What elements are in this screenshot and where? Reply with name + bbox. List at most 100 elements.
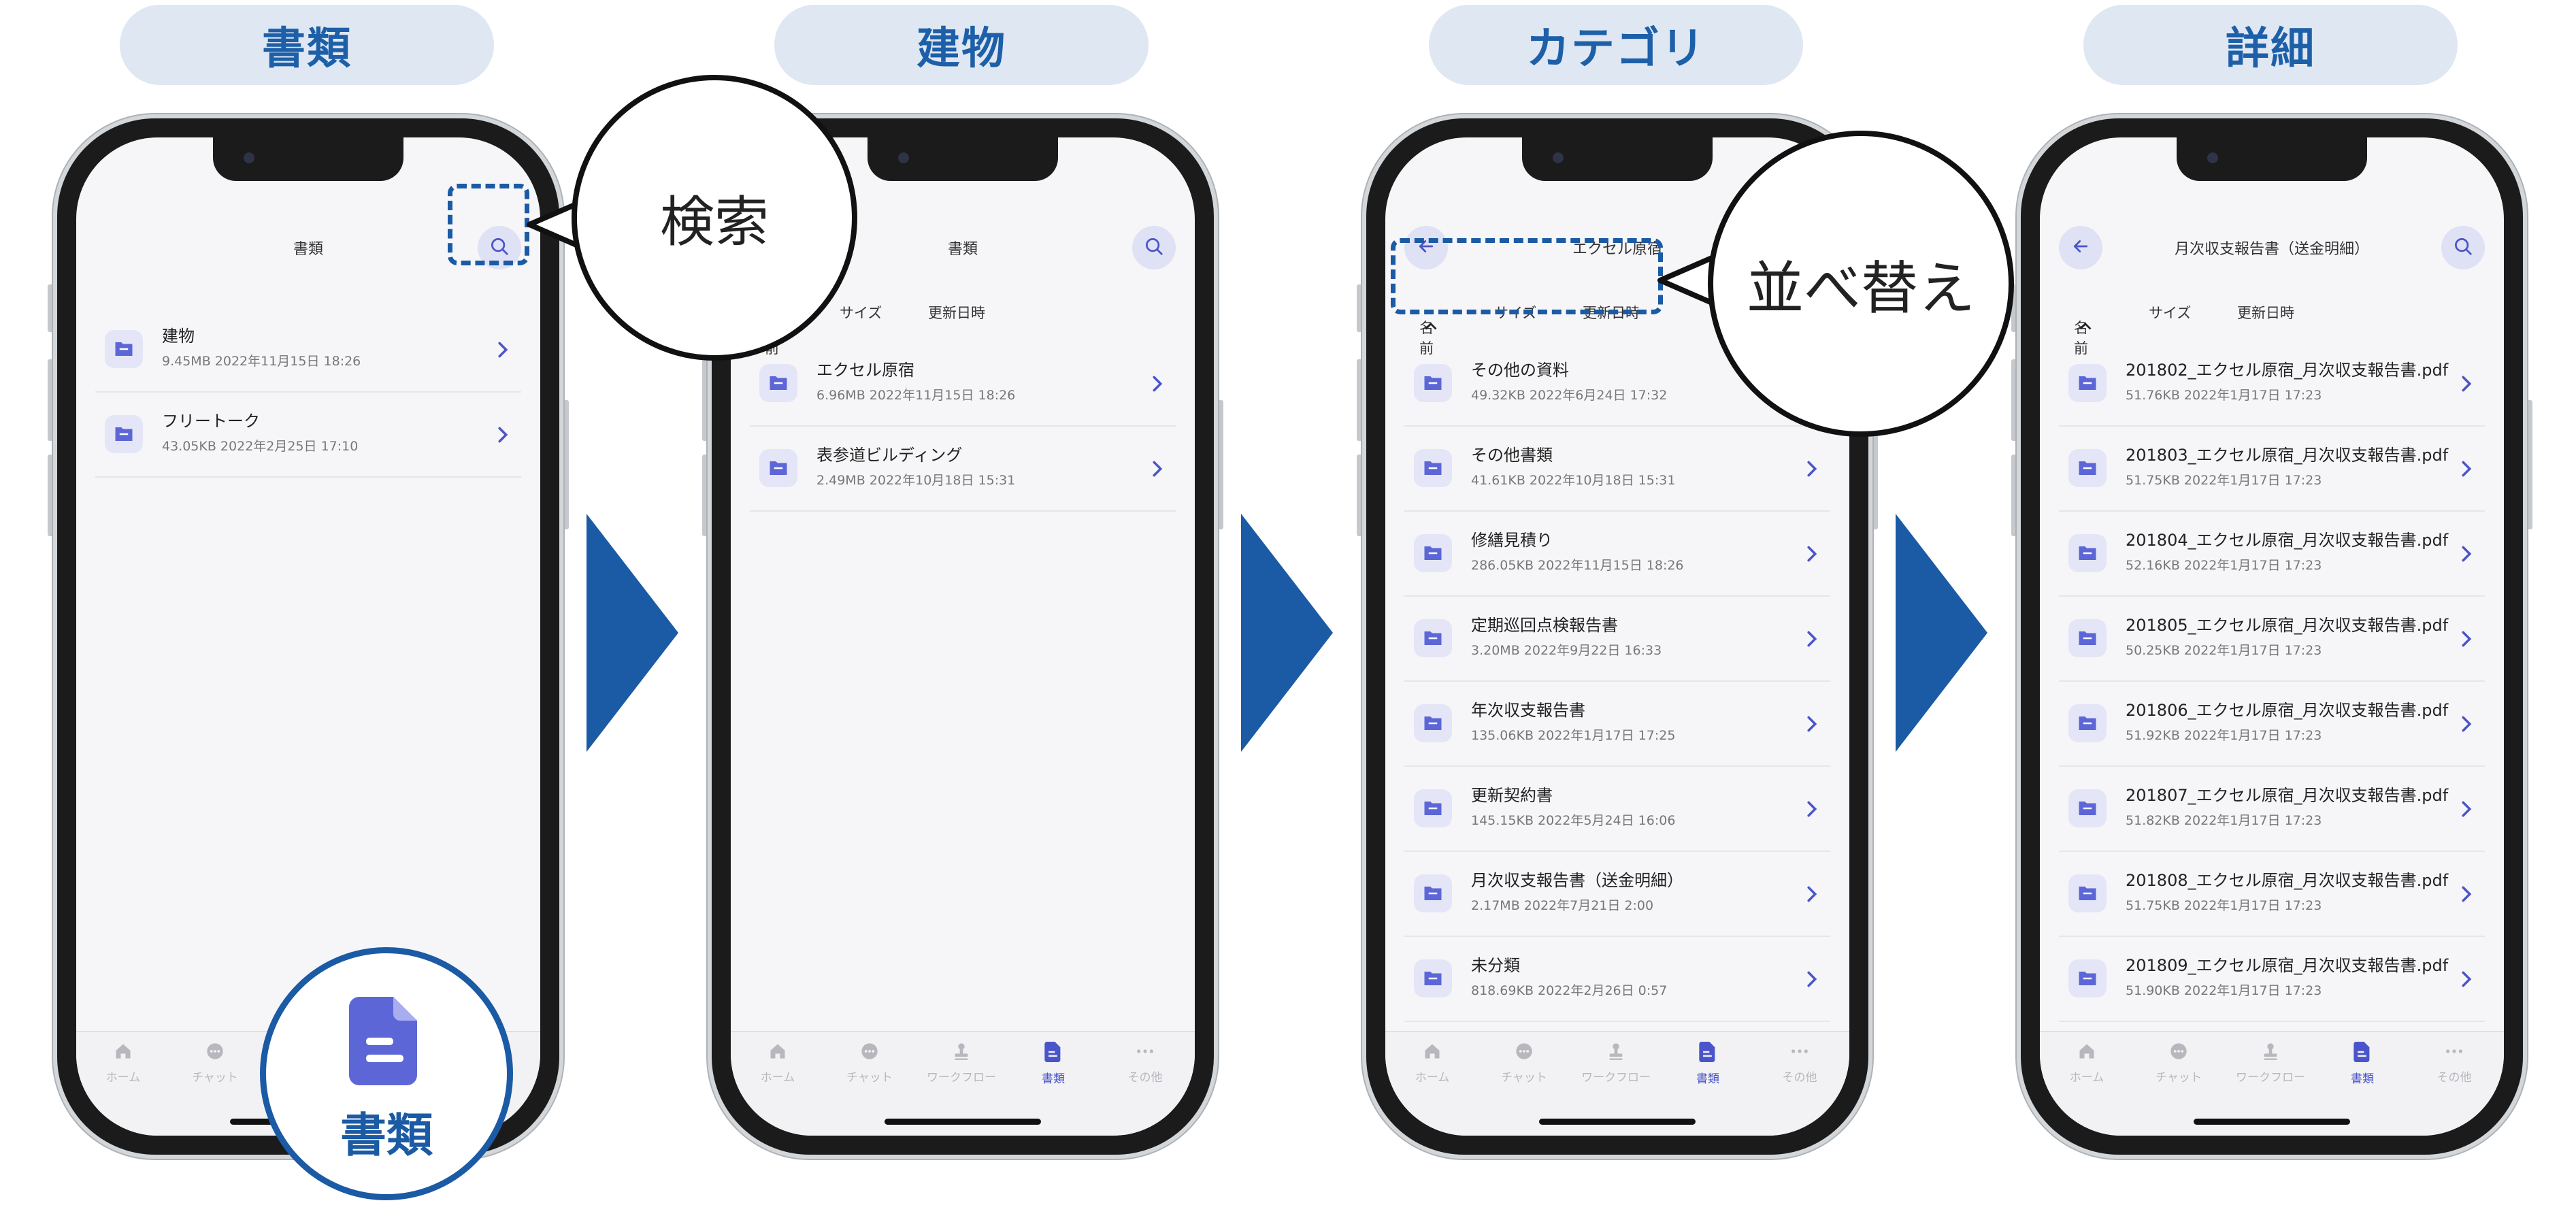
tab-document[interactable]: 書類 [2318, 1042, 2407, 1086]
folder-icon [1414, 449, 1452, 487]
back-button[interactable] [2059, 226, 2102, 269]
volume-button [1357, 455, 1362, 536]
camera-notch [213, 137, 403, 181]
tab-workflow[interactable]: ワークフロー [2226, 1042, 2315, 1085]
tab-chat[interactable]: チャット [825, 1042, 914, 1085]
search-button[interactable] [2441, 226, 2485, 269]
item-meta: 145.15KB 2022年5月24日 16:06 [1471, 813, 1676, 828]
item-title: その他書類 [1471, 446, 1553, 465]
item-meta: 818.69KB 2022年2月26日 0:57 [1471, 983, 1668, 998]
sort-ascending-icon [2074, 317, 2092, 333]
chat-icon [860, 1043, 879, 1064]
tab-workflow[interactable]: ワークフロー [917, 1042, 1006, 1085]
list-item[interactable]: その他書類 41.61KB 2022年10月18日 15:31 [1404, 427, 1830, 512]
home-indicator [2194, 1119, 2350, 1125]
item-meta: 3.20MB 2022年9月22日 16:33 [1471, 643, 1662, 658]
next-arrow-icon [1896, 514, 1987, 752]
search-icon [489, 236, 510, 259]
tab-home[interactable]: ホーム [733, 1042, 822, 1085]
volume-button [1357, 359, 1362, 441]
item-title: 201808_エクセル原宿_月次収支報告書.pdf [2126, 871, 2449, 890]
tab-chat[interactable]: チャット [2134, 1042, 2223, 1085]
tab-document[interactable]: 書類 [1664, 1042, 1752, 1086]
step-label-documents: 書類 [120, 5, 494, 85]
folder-icon [2068, 364, 2107, 402]
more-icon [1789, 1049, 1810, 1064]
tab-home[interactable]: ホーム [1388, 1042, 1476, 1085]
search-button[interactable] [1132, 226, 1176, 269]
item-title: 月次収支報告書（送金明細） [1471, 871, 1683, 890]
sort-by-updated[interactable]: 更新日時 [2237, 305, 2294, 321]
documents-tab-badge: 書類 [260, 947, 513, 1200]
chevron-right-icon [2456, 370, 2477, 397]
tab-document[interactable]: 書類 [1009, 1042, 1097, 1086]
item-title: 201802_エクセル原宿_月次収支報告書.pdf [2126, 361, 2449, 380]
page-title: 書類 [293, 241, 323, 258]
item-meta: 51.82KB 2022年1月17日 17:23 [2126, 813, 2322, 828]
side-button [2011, 284, 2017, 332]
sort-by-size[interactable]: サイズ [2149, 305, 2192, 321]
folder-icon [2068, 789, 2107, 827]
tab-workflow[interactable]: ワークフロー [1572, 1042, 1660, 1085]
search-icon [2453, 236, 2473, 259]
sort-callout: 並べ替え [1708, 131, 2014, 437]
folder-icon [1414, 789, 1452, 827]
page-title: エクセル原宿 [1572, 241, 1662, 258]
camera-notch [2177, 137, 2367, 181]
back-button[interactable] [1404, 226, 1448, 269]
item-title: 建物 [162, 327, 195, 346]
more-icon [1135, 1049, 1155, 1064]
search-icon [1144, 236, 1164, 259]
chevron-right-icon [493, 336, 513, 363]
tab-label: ホーム [1415, 1071, 1450, 1085]
item-meta: 41.61KB 2022年10月18日 15:31 [1471, 473, 1676, 488]
tab-label: 書類 [1696, 1072, 1719, 1086]
sort-by-updated[interactable]: 更新日時 [928, 305, 985, 321]
app-header: 月次収支報告書（送金明細） [2040, 218, 2504, 279]
tab-chat[interactable]: チャット [1480, 1042, 1568, 1085]
tab-chat[interactable]: チャット [171, 1042, 259, 1085]
chevron-right-icon [1802, 625, 1822, 653]
item-title: 201804_エクセル原宿_月次収支報告書.pdf [2126, 531, 2449, 550]
document-icon [349, 996, 417, 1085]
item-meta: 2.17MB 2022年7月21日 2:00 [1471, 898, 1654, 913]
tab-home[interactable]: ホーム [79, 1042, 167, 1085]
tab-more[interactable]: その他 [2410, 1042, 2498, 1085]
tab-label: チャット [846, 1071, 893, 1085]
tab-label: 書類 [1042, 1072, 1065, 1086]
tab-label: チャット [2156, 1071, 2202, 1085]
folder-icon [1414, 619, 1452, 657]
power-button [563, 400, 569, 529]
tab-more[interactable]: その他 [1755, 1042, 1844, 1085]
sort-by-size[interactable]: サイズ [840, 305, 882, 321]
volume-button [702, 455, 708, 536]
chevron-right-icon [2456, 540, 2477, 567]
item-title: 201805_エクセル原宿_月次収支報告書.pdf [2126, 616, 2449, 635]
chat-icon [205, 1043, 225, 1064]
tab-more[interactable]: その他 [1101, 1042, 1189, 1085]
tab-home[interactable]: ホーム [2043, 1042, 2131, 1085]
list-item[interactable]: 月次収支報告書（送金明細） 2.17MB 2022年7月21日 2:00 [1404, 852, 1830, 937]
tab-label: チャット [1501, 1071, 1547, 1085]
item-title: 201809_エクセル原宿_月次収支報告書.pdf [2126, 956, 2449, 975]
chat-icon [1515, 1043, 1534, 1064]
